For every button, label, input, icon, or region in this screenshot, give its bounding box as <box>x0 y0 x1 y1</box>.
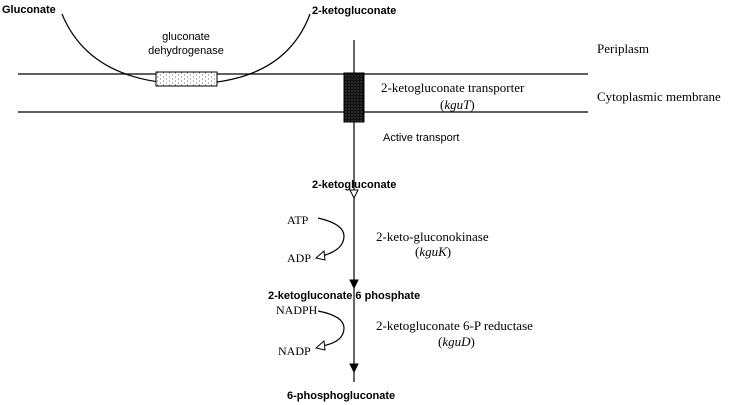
nadp-label: NADP <box>278 344 311 358</box>
transporter-box <box>343 72 365 123</box>
nadph-label: NADPH <box>276 303 318 317</box>
reductase-name-label: 2-ketogluconate 6-P reductase <box>376 318 533 333</box>
phosphogluconate-label: 6-phosphogluconate <box>287 390 395 402</box>
dehydrogenase-label-line1: gluconate <box>162 31 210 43</box>
ketogluconate-top-label: 2-ketogluconate <box>312 5 396 17</box>
kinase-gene: kguK <box>419 244 448 259</box>
kinase-name-label: 2-keto-gluconokinase <box>376 229 489 244</box>
gluconate-label: Gluconate <box>2 4 56 16</box>
atp-label: ATP <box>287 213 309 227</box>
atp-adp-arrowhead <box>314 249 326 261</box>
transporter-name-label: 2-ketogluconate transporter <box>381 80 525 95</box>
atp-adp-curve <box>317 217 345 257</box>
arrowhead-1 <box>349 189 359 200</box>
dehydrogenase-label-line2: dehydrogenase <box>148 45 224 57</box>
adp-label: ADP <box>287 251 311 265</box>
kinase-gene-label: (kguK) <box>415 244 451 259</box>
dehydrogenase-box <box>155 71 218 87</box>
ketogluconate-6p-label: 2-ketogluconate 6 phosphate <box>268 290 420 302</box>
arrowhead-3 <box>349 363 359 374</box>
nadph-nadp-arrowhead <box>314 339 326 351</box>
ketogluconate-mid-label: 2-ketogluconate <box>312 179 396 191</box>
nadph-nadp-curve <box>317 310 345 347</box>
transporter-gene: kguT <box>444 97 471 112</box>
reductase-gene-label: (kguD) <box>438 334 475 349</box>
periplasm-label: Periplasm <box>597 41 649 56</box>
membrane-label: Cytoplasmic membrane <box>597 89 721 104</box>
active-transport-label: Active transport <box>383 132 459 144</box>
reductase-gene: kguD <box>442 334 471 349</box>
arrowhead-2 <box>349 279 359 290</box>
transporter-gene-label: (kguT) <box>440 97 475 112</box>
